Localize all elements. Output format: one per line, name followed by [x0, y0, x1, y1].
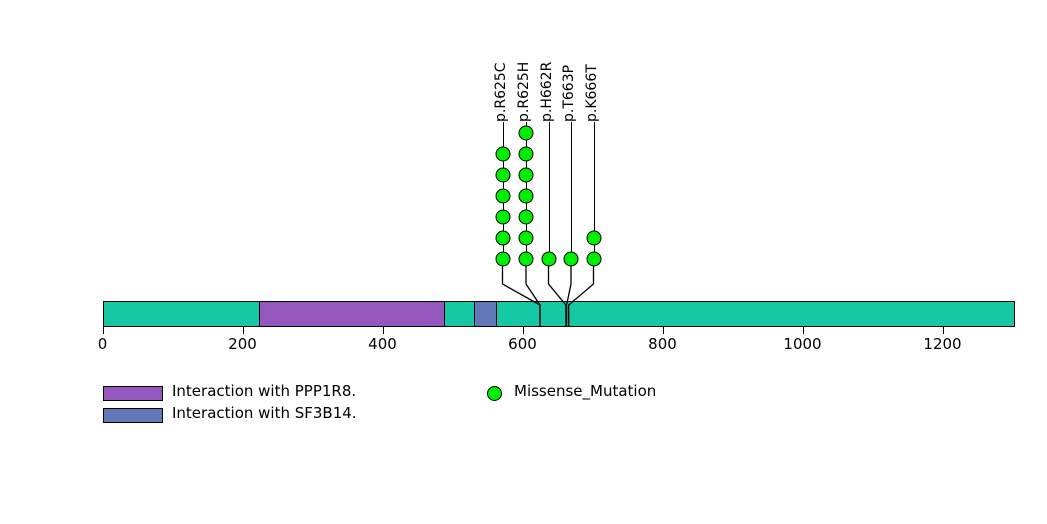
axis-tick-1000 — [802, 327, 804, 334]
mutation-dot[interactable] — [586, 230, 601, 246]
mutation-dot[interactable] — [495, 251, 510, 267]
mutation-dot[interactable] — [495, 188, 510, 204]
mutation-dot[interactable] — [518, 188, 534, 204]
axis-tick-label-200: 200 — [228, 335, 257, 353]
axis-tick-0 — [102, 327, 104, 334]
axis-tick-200 — [242, 327, 244, 334]
axis-tick-label-1200: 1200 — [923, 335, 962, 353]
mutation-label-p.R625C: p.R625C — [492, 62, 509, 122]
mutation-dot[interactable] — [563, 251, 579, 267]
mutation-dot[interactable] — [518, 251, 534, 267]
mutation-dot[interactable] — [495, 209, 510, 225]
mutation-dot[interactable] — [541, 251, 556, 267]
axis-tick-400 — [382, 327, 384, 334]
axis-tick-label-800: 800 — [648, 335, 677, 353]
legend-swatch-domain-1[interactable] — [103, 386, 163, 401]
axis-tick-800 — [662, 327, 664, 334]
mutation-dot[interactable] — [518, 146, 534, 162]
mutation-dot[interactable] — [518, 125, 534, 141]
mutation-dot[interactable] — [518, 209, 534, 225]
lollipop-stem-p.K666T — [593, 122, 595, 266]
mutation-label-p.H662R: p.H662R — [538, 61, 555, 122]
lollipop-stem-p.H662R — [548, 122, 550, 266]
mutation-dot[interactable] — [495, 230, 510, 246]
legend-dot-missense-mutation[interactable] — [487, 386, 502, 401]
mutation-dot[interactable] — [495, 167, 510, 183]
axis-tick-label-0: 0 — [97, 335, 108, 353]
mutation-label-p.R625H: p.R625H — [516, 61, 532, 122]
legend-label-missense-mutation: Missense_Mutation — [514, 382, 657, 400]
axis-tick-600 — [522, 327, 524, 334]
mutation-dot[interactable] — [495, 146, 510, 162]
mutation-label-p.T663P: p.T663P — [561, 64, 577, 122]
axis-tick-label-400: 400 — [368, 335, 397, 353]
axis-tick-1200 — [942, 327, 944, 334]
protein-backbone — [102, 301, 1016, 327]
axis-tick-label-600: 600 — [508, 335, 537, 353]
legend-swatch-domain-2[interactable] — [103, 408, 163, 423]
mutation-dot[interactable] — [586, 251, 601, 267]
protein-domain-1[interactable] — [259, 301, 446, 327]
mutation-dot[interactable] — [518, 230, 534, 246]
legend-label-domain-2: Interaction with SF3B14. — [172, 404, 357, 422]
mutation-dot[interactable] — [518, 167, 534, 183]
legend-label-domain-1: Interaction with PPP1R8. — [172, 382, 357, 400]
axis-tick-label-1000: 1000 — [783, 335, 822, 353]
protein-domain-2[interactable] — [473, 301, 497, 327]
lollipop-stem-p.T663P — [571, 122, 573, 266]
mutation-label-p.K666T: p.K666T — [583, 64, 600, 122]
